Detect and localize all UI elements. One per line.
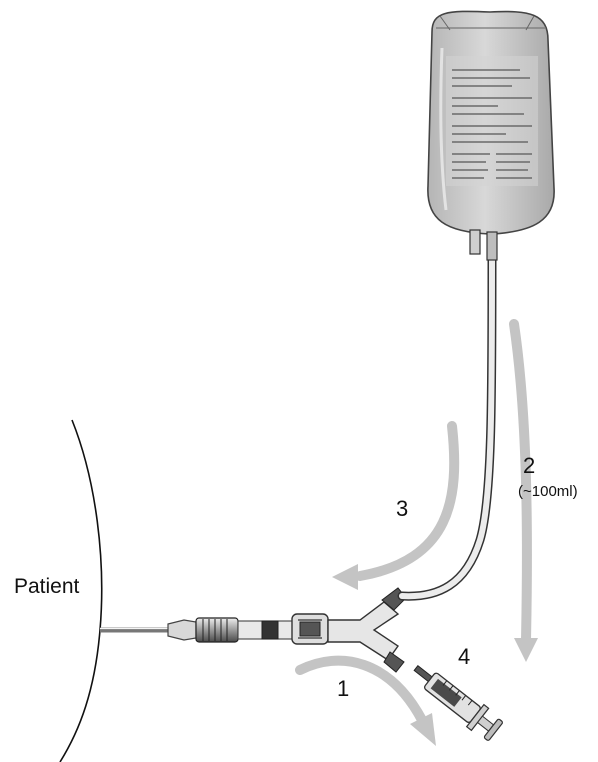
catheter-icon — [100, 618, 294, 642]
iv-bag-icon — [428, 11, 554, 260]
step-label-2-volume: (~100ml) — [518, 483, 578, 500]
step-label-1: 1 — [337, 676, 349, 701]
patient-label: Patient — [14, 575, 80, 598]
step-label-3: 3 — [396, 496, 408, 521]
arrow-3 — [332, 426, 454, 590]
step-label-4: 4 — [458, 644, 470, 669]
arrow-1 — [300, 661, 436, 746]
step-label-2: 2 — [523, 453, 535, 478]
